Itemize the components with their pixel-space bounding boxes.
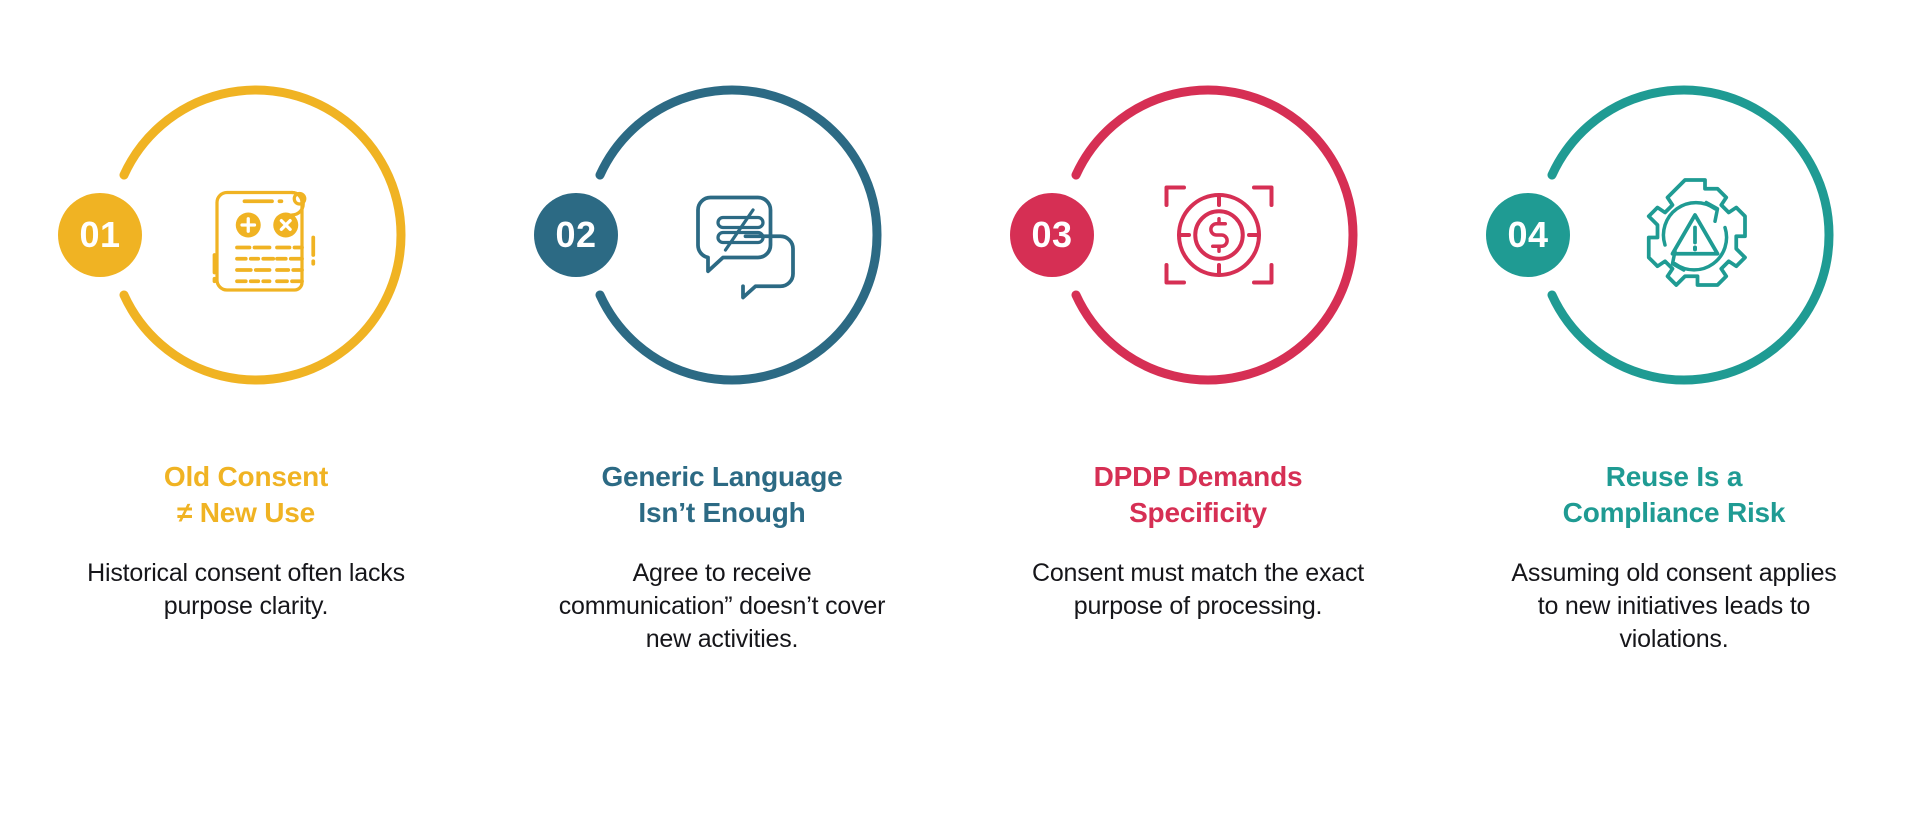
card-body-02: Agree to receive communication” doesn’t … xyxy=(558,558,886,654)
number-badge-label-03: 03 xyxy=(1031,214,1073,255)
number-badge-04: 04 xyxy=(1486,193,1570,277)
card-body-04: Assuming old consent applies to new init… xyxy=(1511,558,1837,654)
number-badge-label-02: 02 xyxy=(555,214,597,255)
target-dollar-icon xyxy=(1144,160,1294,310)
speech-bubbles-not-equal-icon xyxy=(668,160,818,310)
card-title-03: DPDP Demands Specificity xyxy=(1033,459,1363,531)
ring-arc-04 xyxy=(1547,85,1834,385)
card-title-line2-04: Compliance Risk xyxy=(1562,496,1786,528)
card-body-03: Consent must match the exact purpose of … xyxy=(1031,558,1365,620)
gear-warning-refresh-icon xyxy=(1620,160,1770,310)
ring-wrap-04: 04 xyxy=(1486,55,1854,415)
ring-arc-02 xyxy=(595,85,882,385)
document-consent-icon xyxy=(192,160,342,310)
card-title-01: Old Consent ≠ New Use xyxy=(81,459,411,531)
card-03: 03 xyxy=(960,0,1436,823)
card-02: 02 xyxy=(484,0,960,823)
card-body-01: Historical consent often lacks purpose c… xyxy=(87,558,405,620)
ring-arc-03 xyxy=(1071,85,1358,385)
card-title-line1-02: Generic Language xyxy=(601,461,843,492)
ring-wrap-02: 02 xyxy=(534,55,902,415)
number-badge-label-04: 04 xyxy=(1507,214,1549,255)
ring-wrap-01: 01 xyxy=(58,55,426,415)
card-04: 04 xyxy=(1436,0,1912,823)
card-title-line2-01: ≠ New Use xyxy=(176,496,316,528)
card-title-line1-01: Old Consent xyxy=(163,461,329,492)
number-badge-label-01: 01 xyxy=(79,214,121,255)
card-title-line2-02: Isn’t Enough xyxy=(638,496,806,528)
ring-arc-01 xyxy=(119,85,406,385)
card-title-line2-03: Specificity xyxy=(1129,496,1267,528)
card-title-04: Reuse Is a Compliance Risk xyxy=(1509,459,1839,531)
card-01: 01 xyxy=(8,0,484,823)
card-title-02: Generic Language Isn’t Enough xyxy=(557,459,887,531)
card-title-line1-04: Reuse Is a xyxy=(1605,461,1743,492)
ring-wrap-03: 03 xyxy=(1010,55,1378,415)
card-title-line1-03: DPDP Demands xyxy=(1093,461,1303,492)
number-badge-01: 01 xyxy=(58,193,142,277)
number-badge-02: 02 xyxy=(534,193,618,277)
number-badge-03: 03 xyxy=(1010,193,1094,277)
